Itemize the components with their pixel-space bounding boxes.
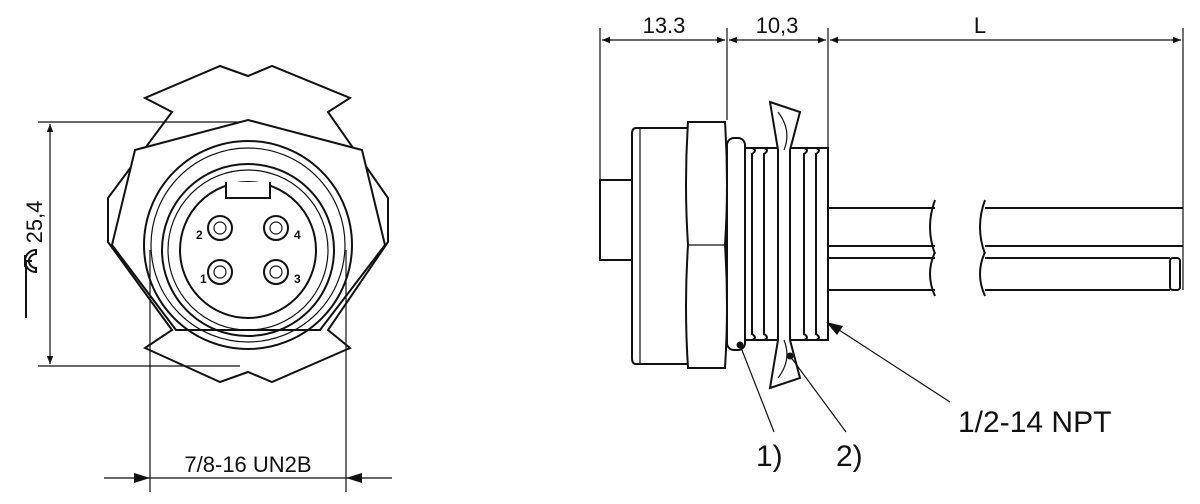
outer-ring [143, 140, 353, 350]
callout-2-leader [789, 355, 847, 433]
front-view: 2 4 1 3 25,4 7/8-16 UN2B [22, 64, 392, 492]
callout-1-leader [739, 344, 775, 433]
npt-arrow [826, 322, 843, 335]
pin-1 [207, 259, 233, 285]
wrench-icon [24, 248, 37, 318]
npt-label: 1/2-14 NPT [958, 406, 1111, 439]
pin-3 [263, 259, 289, 285]
thread-arrow-right [346, 473, 362, 483]
dim-label-c: L [974, 13, 986, 38]
pin-label-3: 3 [294, 272, 301, 286]
pin-label-2: 2 [196, 228, 203, 242]
pin-4 [263, 215, 289, 241]
gasket [726, 137, 746, 351]
thread-grooves [751, 147, 820, 341]
front-cap [599, 179, 637, 261]
lock-nut-detail [777, 111, 788, 379]
thread-ring-inner [167, 169, 329, 331]
pin-label-1: 1 [200, 272, 207, 286]
nut-outline [107, 64, 389, 384]
dim-label-a: 13.3 [643, 13, 686, 38]
cable-lower [828, 251, 1181, 297]
thread-arrow-left [134, 473, 150, 483]
key-notch [225, 182, 271, 199]
side-view: 13.3 10,3 L [599, 13, 1184, 473]
lock-nut [768, 100, 802, 390]
dim-label-b: 10,3 [756, 13, 799, 38]
thread-dim-label: 7/8-16 UN2B [184, 452, 311, 477]
callout-2-label: 2) [836, 440, 863, 473]
thread-ring [161, 163, 335, 337]
pin-label-4: 4 [294, 228, 301, 242]
front-flange [631, 127, 689, 365]
cable-upper [828, 199, 1183, 255]
pin-2 [207, 215, 233, 241]
npt-leader [835, 327, 951, 403]
height-dim-label: 25,4 [22, 201, 47, 244]
callout-1-label: 1) [756, 440, 783, 473]
outer-ring-inner [150, 147, 346, 343]
